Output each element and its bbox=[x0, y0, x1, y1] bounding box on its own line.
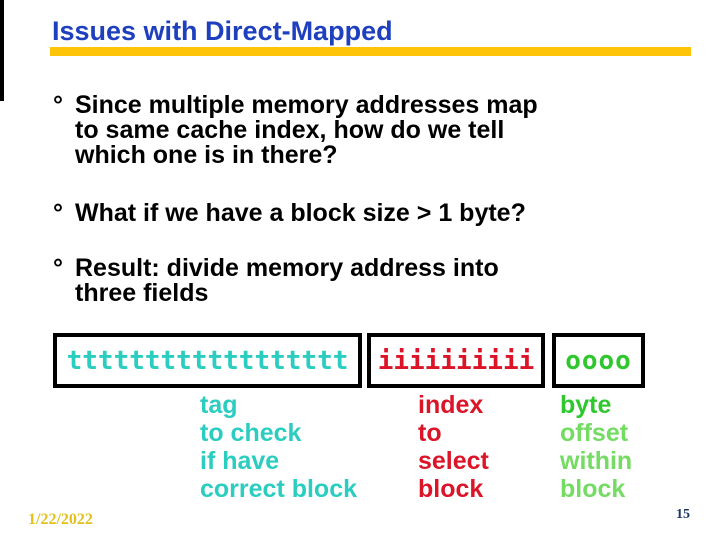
slide-edge-strip bbox=[0, 0, 4, 101]
bullet-line: three fields bbox=[75, 279, 209, 307]
index-bits: iiiiiiiiii bbox=[377, 345, 535, 376]
bullet-multiple-addresses: ° Since multiple memory addresses map to… bbox=[53, 93, 538, 168]
bullet-line: Result: divide memory address into bbox=[75, 254, 499, 282]
slide-page-number: 15 bbox=[676, 507, 690, 522]
bullet-line: Since multiple memory addresses map bbox=[75, 91, 538, 119]
address-field-box-index: iiiiiiiiii bbox=[367, 333, 545, 388]
slide-title: Issues with Direct-Mapped bbox=[52, 16, 393, 46]
tag-bits: tttttttttttttttttt bbox=[66, 345, 349, 376]
label-line: block bbox=[418, 475, 484, 503]
byte-offset-field-label: byte offset within block bbox=[560, 391, 632, 503]
label-line: byte bbox=[560, 391, 612, 419]
label-line: block bbox=[560, 475, 626, 503]
bullet-line: to same cache index, how do we tell bbox=[75, 116, 505, 144]
label-line: select bbox=[418, 447, 489, 475]
label-line: index bbox=[418, 391, 484, 419]
label-line: offset bbox=[560, 419, 629, 447]
label-line: within bbox=[560, 447, 633, 475]
bullet-marker: ° bbox=[53, 91, 63, 119]
bullet-block-size: ° What if we have a block size > 1 byte? bbox=[53, 201, 526, 226]
address-field-box-byte-offset: oooo bbox=[552, 333, 645, 388]
tag-field-label: tag to check if have correct block bbox=[200, 391, 357, 503]
title-underline-bar bbox=[50, 47, 691, 56]
slide-date: 1/22/2022 bbox=[28, 511, 93, 528]
bullet-result-three-fields: ° Result: divide memory address into thr… bbox=[53, 256, 499, 306]
bullet-line: What if we have a block size > 1 byte? bbox=[75, 199, 526, 227]
bullet-line: which one is in there? bbox=[75, 141, 338, 169]
bullet-marker: ° bbox=[53, 199, 63, 227]
address-field-box-tag: tttttttttttttttttt bbox=[53, 333, 362, 388]
byte-offset-bits: oooo bbox=[565, 345, 632, 376]
label-line: tag bbox=[200, 391, 238, 419]
bullet-marker: ° bbox=[53, 254, 63, 282]
label-line: correct block bbox=[200, 475, 358, 503]
label-line: to check bbox=[200, 419, 302, 447]
index-field-label: index to select block bbox=[418, 391, 489, 503]
label-line: if have bbox=[200, 447, 280, 475]
label-line: to bbox=[418, 419, 442, 447]
